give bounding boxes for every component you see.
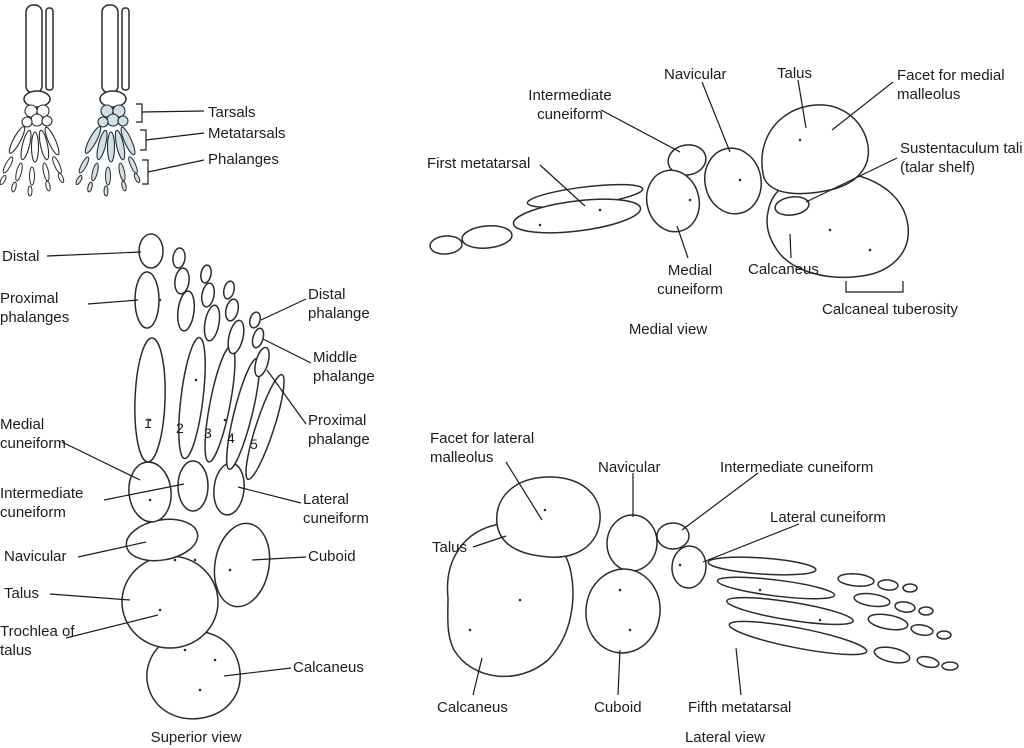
caption-lateral-view: Lateral view [684,729,766,746]
tarsals-right-highlighted [97,104,129,128]
talus-bone [496,476,601,558]
label-navicular: Navicular [598,459,661,476]
inset-leader-lines [136,103,205,185]
lateral-view-illustration [446,461,959,696]
tarsals-bracket [136,103,143,123]
metatarsal-bones [707,556,868,656]
label-first-metatarsal: First metatarsal [427,155,531,172]
caption-superior-view: Superior view [150,729,242,746]
speckle-dots [538,138,872,252]
label-lateral-cuneiform: Lateral cuneiform [770,509,886,526]
ankle-left [23,90,51,108]
label-intermediate-cuneiform: Intermediate cuneiform [0,485,84,522]
metatarsal-number-3: 3 [204,425,212,441]
phalanx-bones [837,573,959,671]
lateral-cuneiform-bone [671,545,707,589]
metatarsals-right-highlighted [84,126,136,163]
first-metatarsal-bone [512,198,642,234]
metatarsal-number-1: 1 [144,415,152,431]
fibula-right [121,7,130,91]
metatarsals-bracket [140,129,147,151]
proximal-phalanx-bone [461,225,513,249]
label-calcaneus: Calcaneus [293,659,364,676]
label-distal-phalange: Distal phalange [308,286,370,323]
label-middle-phalange: Middle phalange [313,349,375,386]
label-fifth-metatarsal: Fifth metatarsal [688,699,792,716]
label-metatarsals: Metatarsals [208,125,286,142]
superior-leader-lines [46,251,312,677]
leader-line [147,159,205,173]
label-medial-cuneiform: Medial cuneiform [657,262,723,299]
label-phalanges: Phalanges [208,151,279,168]
distal-phalanx-bone [429,235,463,255]
intermediate-cuneiform-bone [667,144,707,176]
metatarsal-number-4: 4 [227,430,235,446]
intermediate-cuneiform-bone [656,522,690,550]
calcaneus-bone [446,522,574,678]
phalanges-left [0,156,65,197]
medial-view-illustration [429,79,910,293]
tarsals-left [21,104,53,128]
calcaneal-tuberosity-bracket [845,281,904,293]
phalanges-right-highlighted [75,156,141,197]
speckle-dots [468,508,822,632]
talus-bone [121,555,219,649]
metatarsals-left [8,126,60,163]
label-calcaneal-tuberosity: Calcaneal tuberosity [822,301,958,318]
label-trochlea-of-talus: Trochlea of talus [0,623,75,660]
label-intermediate-cuneiform: Intermediate cuneiform [528,87,612,124]
metatarsal-numbers: 1 2 3 4 5 [144,415,258,452]
label-navicular: Navicular [664,66,727,83]
sustentaculum-tali-bone [774,196,810,216]
label-tarsals: Tarsals [208,104,256,121]
label-facet-for-lateral-malleolus: Facet for lateral malleolus [430,430,535,467]
label-cuboid: Cuboid [594,699,642,716]
cuboid-bone [585,568,661,654]
medial-cuneiform-bone [645,169,701,233]
ankle-right [99,90,127,108]
intermediate-cuneiform-bone [177,460,209,512]
phalanges-bracket [142,159,149,185]
phalanx-bones [134,233,270,378]
label-sustentaculum-tali: Sustentaculum tali (talar shelf) [900,140,1023,177]
fibula-left [45,7,54,91]
caption-medial-view: Medial view [628,321,708,338]
label-calcaneus: Calcaneus [748,261,819,278]
label-talus: Talus [777,65,813,82]
leader-line [145,132,205,141]
metatarsal-number-2: 2 [176,420,184,436]
medial-cuneiform-bone [128,461,172,523]
label-lateral-cuneiform: Lateral cuneiform [303,491,369,528]
metatarsal-bones [134,336,285,481]
label-facet-for-medial-malleolus: Facet for medial malleolus [897,67,1005,104]
label-talus: Talus [432,539,468,556]
label-distal: Distal [2,248,40,265]
tibia-left [25,4,43,94]
metatarsal-number-5: 5 [250,436,258,452]
label-navicular: Navicular [4,548,67,565]
navicular-bone [704,147,762,215]
lateral-leader-lines [472,461,800,696]
label-cuboid: Cuboid [308,548,356,565]
label-medial-cuneiform: Medial cuneiform [0,416,66,453]
talus-bone [761,104,870,195]
label-talus: Talus [4,585,40,602]
cuboid-bone [213,522,271,608]
navicular-bone [125,518,199,562]
label-proximal-phalange: Proximal phalange [308,412,370,449]
label-intermediate-cuneiform: Intermediate cuneiform [720,459,874,476]
label-calcaneus: Calcaneus [437,699,508,716]
navicular-bone [606,514,658,572]
inset-illustration [0,4,205,197]
speckle-dots [148,298,232,692]
medial-leader-lines [539,79,904,293]
superior-view-illustration: 1 2 3 4 5 [46,233,312,720]
leader-line [141,110,205,113]
label-proximal-phalanges: Proximal phalanges [0,290,70,327]
tibia-right [101,4,119,94]
